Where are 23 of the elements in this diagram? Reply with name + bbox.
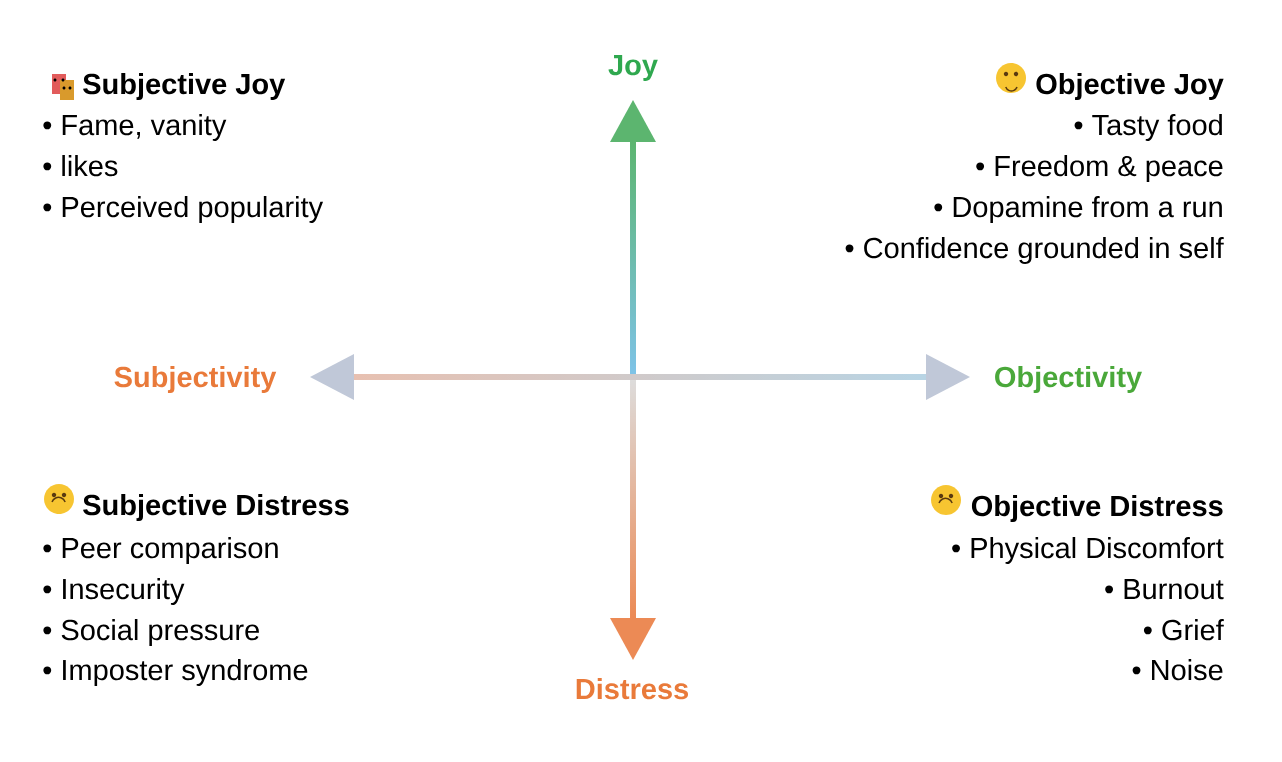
bullet-item: • Fame, vanity (43, 114, 227, 141)
axis-label: Objectivity (995, 366, 1142, 393)
bullet-item: • Freedom & peace (976, 155, 1223, 182)
bullet-item: • Social pressure (43, 619, 259, 646)
bullet-item: • Imposter syndrome (43, 659, 308, 686)
bullet-item: • Physical Discomfort (952, 537, 1224, 564)
bullet-item: • Perceived popularity (43, 196, 324, 223)
axis-label: Distress (576, 678, 688, 700)
bullet-item: • Confidence grounded in self (845, 237, 1224, 264)
heading: Subjective Distress (83, 494, 349, 521)
bullet-item: • Grief (1143, 619, 1224, 641)
bullet-item: • Noise (1132, 659, 1223, 681)
bullet-item: • Dopamine from a run (934, 196, 1222, 223)
bullet-item: • Insecurity (43, 578, 185, 605)
axis-label: Subjectivity (114, 366, 277, 393)
bullet-item: • likes (43, 155, 118, 177)
heading: Objective Distress (971, 495, 1223, 522)
bullet-item: • Tasty food (1074, 114, 1222, 141)
heading: Subjective Joy (83, 73, 286, 100)
heading: Objective Joy (1036, 73, 1224, 100)
axis-label: Joy (608, 55, 658, 81)
bullet-item: • Peer comparison (43, 537, 278, 564)
bullet-item: • Burnout (1105, 579, 1224, 600)
